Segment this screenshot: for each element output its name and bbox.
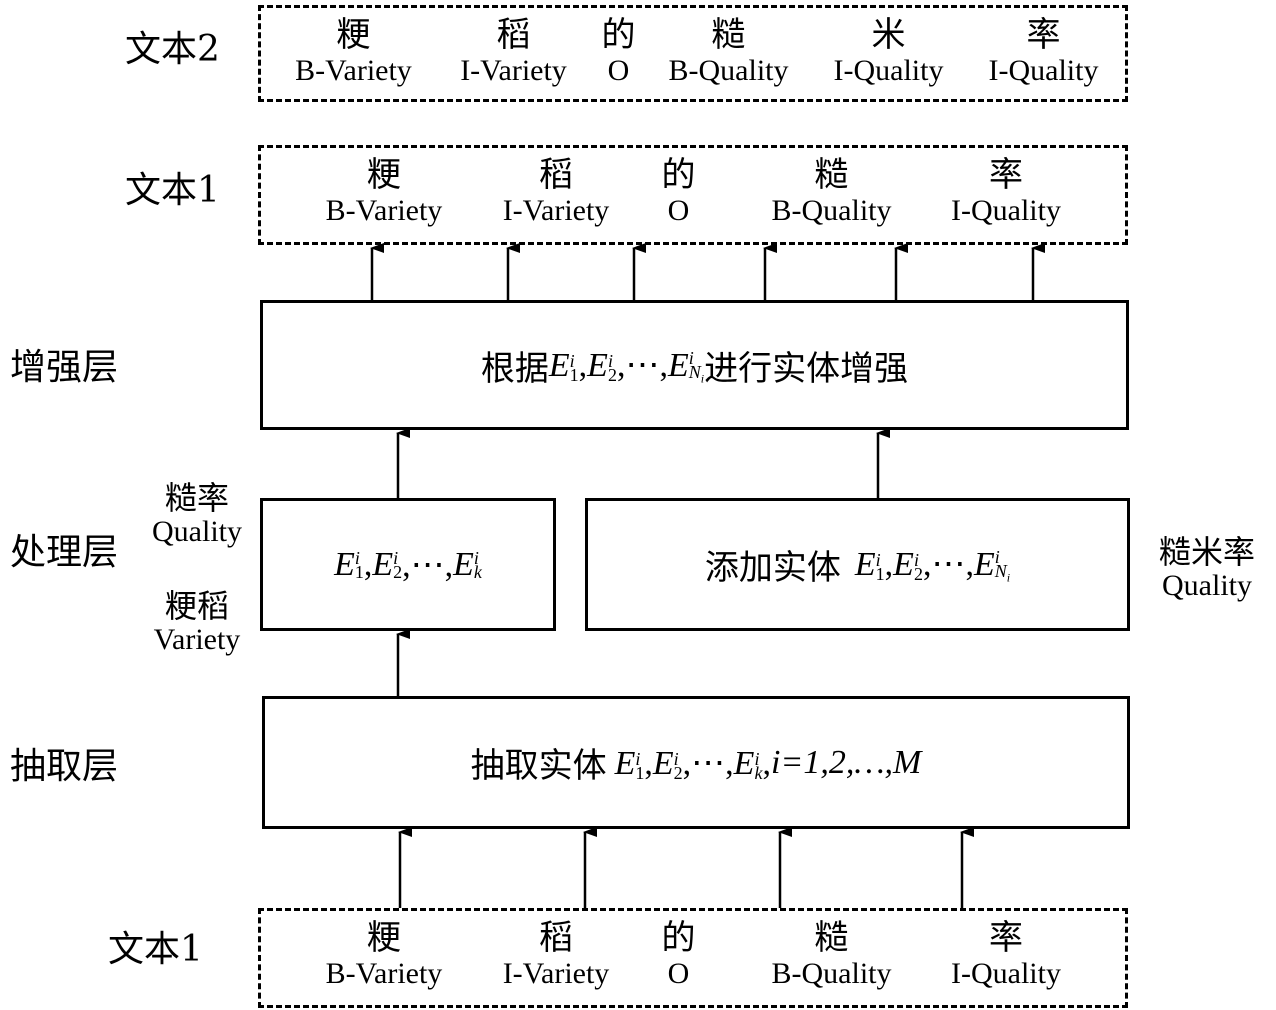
extract-index: i=1,2,…,M: [770, 743, 922, 781]
token-text1-top-2: 的 O: [651, 156, 706, 228]
side-right-quality-en: Quality: [1162, 569, 1252, 602]
token-tag: I-Quality: [951, 957, 1061, 990]
side-right-quality: 糙米率 Quality: [1144, 534, 1270, 602]
token-char: 稻: [539, 155, 573, 195]
token-text2-2: 的 O: [591, 16, 646, 88]
token-text1-top-1: 稻 I-Variety: [476, 156, 636, 228]
process-layer-label: 处理层: [10, 532, 119, 573]
token-tag: O: [667, 957, 690, 990]
text1-top-label: 文本1: [125, 170, 220, 211]
token-tag: I-Quality: [988, 54, 1099, 87]
token-char: 稻: [539, 918, 573, 958]
side-left-quality-zh: 糙率: [164, 479, 229, 517]
token-text1-top-3: 糙 B-Quality: [749, 156, 914, 228]
token-tag: O: [607, 54, 630, 87]
token-char: 糙: [814, 918, 849, 958]
token-char: 粳: [336, 15, 371, 55]
token-char: 的: [661, 155, 696, 195]
token-tag: B-Variety: [325, 957, 443, 990]
token-char: 稻: [496, 15, 531, 55]
token-tag: I-Variety: [502, 957, 610, 990]
enhance-suffix: 进行实体增强: [704, 348, 909, 389]
token-text2-1: 稻 I-Variety: [436, 16, 591, 88]
token-text1-top-4: 率 I-Quality: [926, 156, 1086, 228]
token-char: 糙: [814, 155, 849, 195]
side-left-quality-en: Quality: [152, 515, 242, 548]
text2-label: 文本2: [125, 29, 220, 70]
token-text1-bottom-0: 粳 B-Variety: [299, 919, 469, 991]
token-char: 米: [871, 15, 906, 55]
extract-layer-label: 抽取层: [10, 746, 119, 787]
text2-box: 粳 B-Variety 稻 I-Variety 的 O 糙 B-Quality …: [258, 5, 1128, 102]
side-left-variety-en: Variety: [153, 623, 241, 656]
extract-prefix: 抽取实体: [470, 746, 607, 786]
token-tag: B-Variety: [325, 194, 443, 227]
side-left-quality: 糙率 Quality: [138, 480, 256, 548]
arrows-enhance-to-text1: [370, 243, 1045, 300]
token-text1-bottom-2: 的 O: [651, 919, 706, 991]
token-char: 率: [1026, 15, 1061, 55]
token-char: 糙: [711, 15, 746, 55]
text1-bottom-box: 粳 B-Variety 稻 I-Variety 的 O 糙 B-Quality …: [258, 908, 1128, 1008]
token-tag: B-Quality: [771, 957, 892, 990]
token-text1-bottom-1: 稻 I-Variety: [476, 919, 636, 991]
side-right-quality-zh: 糙米率: [1158, 533, 1255, 571]
token-char: 率: [989, 918, 1023, 958]
token-tag: B-Variety: [295, 54, 412, 87]
token-tag: I-Variety: [502, 194, 610, 227]
token-char: 的: [601, 15, 636, 55]
token-char: 粳: [367, 918, 401, 958]
enhance-layer-label: 增强层: [10, 347, 119, 388]
text1-top-box: 粳 B-Variety 稻 I-Variety 的 O 糙 B-Quality …: [258, 145, 1128, 245]
token-text1-bottom-4: 率 I-Quality: [926, 919, 1086, 991]
token-text2-4: 米 I-Quality: [811, 16, 966, 88]
arrows-text1-to-extract: [398, 827, 974, 908]
side-left-variety: 粳稻 Variety: [138, 588, 256, 656]
token-text1-top-0: 粳 B-Variety: [299, 156, 469, 228]
token-tag: B-Quality: [668, 54, 789, 87]
token-char: 的: [661, 918, 696, 958]
token-text1-bottom-3: 糙 B-Quality: [749, 919, 914, 991]
token-tag: I-Variety: [460, 54, 567, 87]
process-right-prefix: 添加实体: [704, 548, 841, 588]
token-char: 粳: [367, 155, 401, 195]
token-text2-5: 率 I-Quality: [966, 16, 1121, 88]
token-tag: I-Quality: [951, 194, 1061, 227]
enhance-prefix: 根据: [480, 348, 549, 389]
token-tag: B-Quality: [771, 194, 892, 227]
token-tag: I-Quality: [833, 54, 944, 87]
token-text2-0: 粳 B-Variety: [271, 16, 436, 88]
token-char: 率: [989, 155, 1023, 195]
side-left-variety-zh: 粳稻: [164, 587, 229, 625]
token-text2-3: 糙 B-Quality: [646, 16, 811, 88]
token-tag: O: [667, 194, 690, 227]
text1-bottom-label: 文本1: [108, 929, 203, 970]
